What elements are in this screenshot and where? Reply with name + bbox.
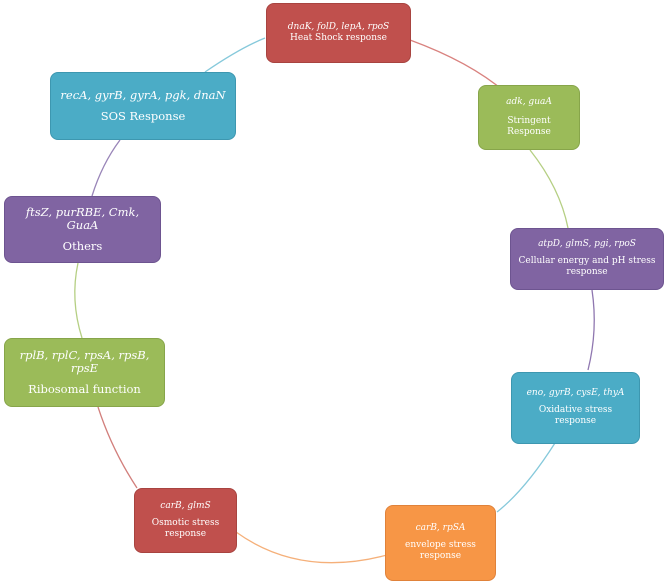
node-envelope-stress-response: carB, rpSA envelope stress response [385, 505, 496, 581]
node-label: Stringent Response [507, 115, 551, 137]
node-label: Heat Shock response [290, 32, 387, 43]
node-genes: carB, glmS [160, 500, 211, 511]
connector-osmotic-ribosomal [97, 406, 138, 489]
connector-oxidative-envelope [496, 442, 556, 513]
connector-stringent-cellular [529, 149, 569, 229]
node-heat-shock-response: dnaK, folD, lepA, rpoS Heat Shock respon… [266, 3, 411, 63]
node-others: ftsZ, purRBE, Cmk, GuaA Others [4, 196, 161, 263]
node-genes: atpD, glmS, pgi, rpoS [538, 239, 636, 250]
connector-envelope-osmotic [235, 531, 388, 564]
connector-cellular-oxidative [587, 289, 595, 371]
connector-sos-heatshock [204, 37, 266, 73]
node-stringent-response: adk, guaA Stringent Response [478, 85, 580, 150]
node-label: Oxidative stress response [538, 405, 613, 427]
node-label: Osmotic stress response [151, 517, 220, 539]
node-oxidative-stress-response: eno, gyrB, cysE, thyA Oxidative stress r… [511, 372, 640, 444]
node-cellular-energy-ph-stress: atpD, glmS, pgi, rpoS Cellular energy an… [510, 228, 664, 290]
node-genes: carB, rpSA [415, 523, 466, 534]
node-genes: recA, gyrB, gyrA, pgk, dnaN [60, 87, 226, 102]
node-genes: rplB, rplC, rpsA, rpsB, rpsE [19, 347, 150, 376]
node-genes: dnaK, folD, lepA, rpoS [287, 21, 390, 32]
node-label: SOS Response [100, 108, 186, 123]
node-label: Ribosomal function [28, 382, 141, 397]
node-ribosomal-function: rplB, rplC, rpsA, rpsB, rpsE Ribosomal f… [4, 338, 165, 407]
node-sos-response: recA, gyrB, gyrA, pgk, dnaN SOS Response [50, 72, 236, 140]
node-osmotic-stress-response: carB, glmS Osmotic stress response [134, 488, 237, 553]
node-genes: adk, guaA [506, 96, 552, 107]
connector-ribosomal-others [74, 262, 83, 339]
node-label: envelope stress response [405, 540, 476, 562]
node-label: Others [62, 239, 103, 254]
node-genes: ftsZ, purRBE, Cmk, GuaA [25, 204, 140, 233]
node-label: Cellular energy and pH stress response [518, 256, 656, 278]
connector-others-sos [91, 139, 121, 197]
node-genes: eno, gyrB, cysE, thyA [526, 388, 625, 399]
